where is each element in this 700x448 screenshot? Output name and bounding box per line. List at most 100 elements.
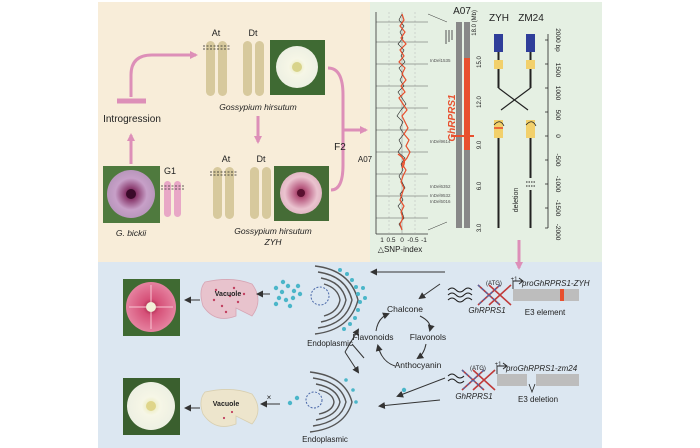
promoter-top: proGhRPRS1-ZYH xyxy=(521,279,590,288)
zyh-chromosomes xyxy=(210,167,271,219)
marker-1: InDel9614 xyxy=(430,139,451,144)
atg-bottom: (ATG) xyxy=(470,366,486,372)
pathway-flavonoids: Flavonoids xyxy=(352,332,393,342)
hirsutum-chromosomes xyxy=(203,41,264,96)
marker-3: InDel9532 xyxy=(430,193,451,198)
bp-tick-1: 1500 xyxy=(554,63,561,78)
granules-bottom xyxy=(287,395,300,406)
zoom-line-bottom xyxy=(427,221,448,231)
gene-construct-bottom xyxy=(447,362,579,394)
map-gene-label: GhRPRS1 xyxy=(447,94,458,142)
panel-mapping xyxy=(370,2,602,262)
species-zyh-line2: ZYH xyxy=(264,237,283,247)
marker-2: InDel6352 xyxy=(430,184,451,189)
label-at-top: At xyxy=(212,28,221,38)
promoter-bottom: proGhRPRS1-zm24 xyxy=(505,364,578,373)
zyh-allele xyxy=(493,34,529,228)
map-chrom-label: A07 xyxy=(453,6,471,17)
arrow-expression-bottom xyxy=(396,377,446,398)
arrow-pathway-down xyxy=(344,351,360,374)
vacuole-bottom xyxy=(200,389,259,427)
snp-xtick-2: 0 xyxy=(400,237,404,244)
arrow-protein-bottom xyxy=(378,399,441,409)
mb-top: 18.0 (Mb) xyxy=(472,10,478,36)
arrow-flavonoids-to-chalcone xyxy=(375,312,390,332)
label-zyh: ZYH xyxy=(489,13,509,24)
atg-top: (ATG) xyxy=(486,281,502,287)
mb-tick-4: 3.0 xyxy=(477,223,483,232)
bp-axis: 2000 bp 1500 1000 500 0 -500 -1000 -1500… xyxy=(545,28,561,241)
er-bottom-label: Endoplasmic xyxy=(302,435,348,444)
white-petal-photo xyxy=(123,378,180,435)
gene-bottom: GhRPRS1 xyxy=(455,392,492,401)
species-hirsutum: Gossypium hirsutum xyxy=(219,102,296,112)
gene-top: GhRPRS1 xyxy=(468,306,505,315)
pathway-flavonols: Flavonols xyxy=(410,332,446,342)
arrow-pathway-up xyxy=(344,328,360,353)
label-introgression: Introgression xyxy=(103,114,161,125)
label-g1: G1 xyxy=(164,166,176,176)
bp-tick-6: -1000 xyxy=(554,176,561,193)
zyh-flower-photo xyxy=(274,166,329,221)
snp-index-plot xyxy=(375,12,428,235)
er-top-granules xyxy=(338,268,367,331)
transport-blocked-mark: × xyxy=(267,393,272,402)
bp-tick-5: -500 xyxy=(554,153,561,166)
pink-petal-photo xyxy=(123,279,180,336)
label-dt-top: Dt xyxy=(249,28,258,38)
label-f2: F2 xyxy=(334,142,346,153)
bp-tick-8: -2000 xyxy=(554,224,561,241)
snp-trace-black xyxy=(396,13,407,231)
vacuole-top-label: Vacuole xyxy=(215,291,242,298)
gene-construct-top xyxy=(447,277,579,306)
bp-tick-4: 0 xyxy=(554,134,561,138)
arrow-introgression-to-hirsutum xyxy=(129,51,198,97)
map-mb-axis: 18.0 (Mb) 15.0 12.0 9.0 6.0 3.0 xyxy=(472,10,483,232)
mb-tick-2: 9.0 xyxy=(477,140,483,149)
vacuole-bottom-label: Vacuole xyxy=(213,401,240,408)
label-deletion: deletion xyxy=(513,188,520,213)
physical-chromosome xyxy=(452,22,474,228)
species-zyh-line1: Gossypium hirsutum xyxy=(234,226,311,236)
pathway-chalcone: Chalcone xyxy=(387,304,423,314)
arrow-pathway-to-er-top xyxy=(351,343,365,359)
arrow-anthocyanin-to-flavonoids xyxy=(375,344,396,367)
pathway-anthocyanin: Anthocyanin xyxy=(395,360,442,370)
element-bottom: E3 deletion xyxy=(518,395,558,404)
label-zm24: ZM24 xyxy=(518,13,544,24)
bp-tick-0: 2000 bp xyxy=(554,28,561,52)
er-bottom xyxy=(309,371,353,433)
marker-4: InDel5016 xyxy=(430,199,451,204)
er-top xyxy=(314,265,359,335)
g1-chromosomes xyxy=(161,181,184,217)
er-top-label: Endoplasmic xyxy=(307,339,353,348)
vacuole-top xyxy=(200,279,259,319)
er-bottom-vesicle xyxy=(305,391,323,409)
er-top-vesicle xyxy=(310,286,330,306)
label-dt-mid: Dt xyxy=(257,154,266,164)
arrow-zyh-to-f2 xyxy=(330,130,345,192)
mb-tick-3: 6.0 xyxy=(477,181,483,190)
granules-top xyxy=(273,279,303,309)
arrow-flavonols-to-anthocyanin xyxy=(416,343,427,360)
plus1-bottom: +1 xyxy=(495,362,503,368)
snp-trace-red xyxy=(398,13,411,231)
snp-xticks: 1 0.5 0 -0.5 -1 xyxy=(380,237,427,244)
snp-xtick-1: 0.5 xyxy=(386,237,395,244)
snp-xtick-0: 1 xyxy=(380,237,384,244)
arrow-to-f2 xyxy=(327,66,368,134)
mb-tick-1: 12.0 xyxy=(477,96,483,108)
zm24-allele xyxy=(500,34,537,228)
mb-tick-0: 15.0 xyxy=(477,56,483,68)
element-top: E3 element xyxy=(525,308,566,317)
legend-bars xyxy=(445,30,453,44)
snp-xtick-3: -0.5 xyxy=(407,237,419,244)
arrow-chalcone-to-flavonols xyxy=(419,315,435,332)
map-markers: InDel1535 InDel9614 InDel6352 InDel9532 … xyxy=(430,58,451,204)
plus1-top: +1 xyxy=(511,277,519,283)
bp-tick-7: -1500 xyxy=(554,200,561,217)
bickii-flower-photo xyxy=(103,166,160,223)
snp-xaxis-title: △SNP-index xyxy=(378,245,422,254)
snp-xtick-4: -1 xyxy=(421,237,427,244)
